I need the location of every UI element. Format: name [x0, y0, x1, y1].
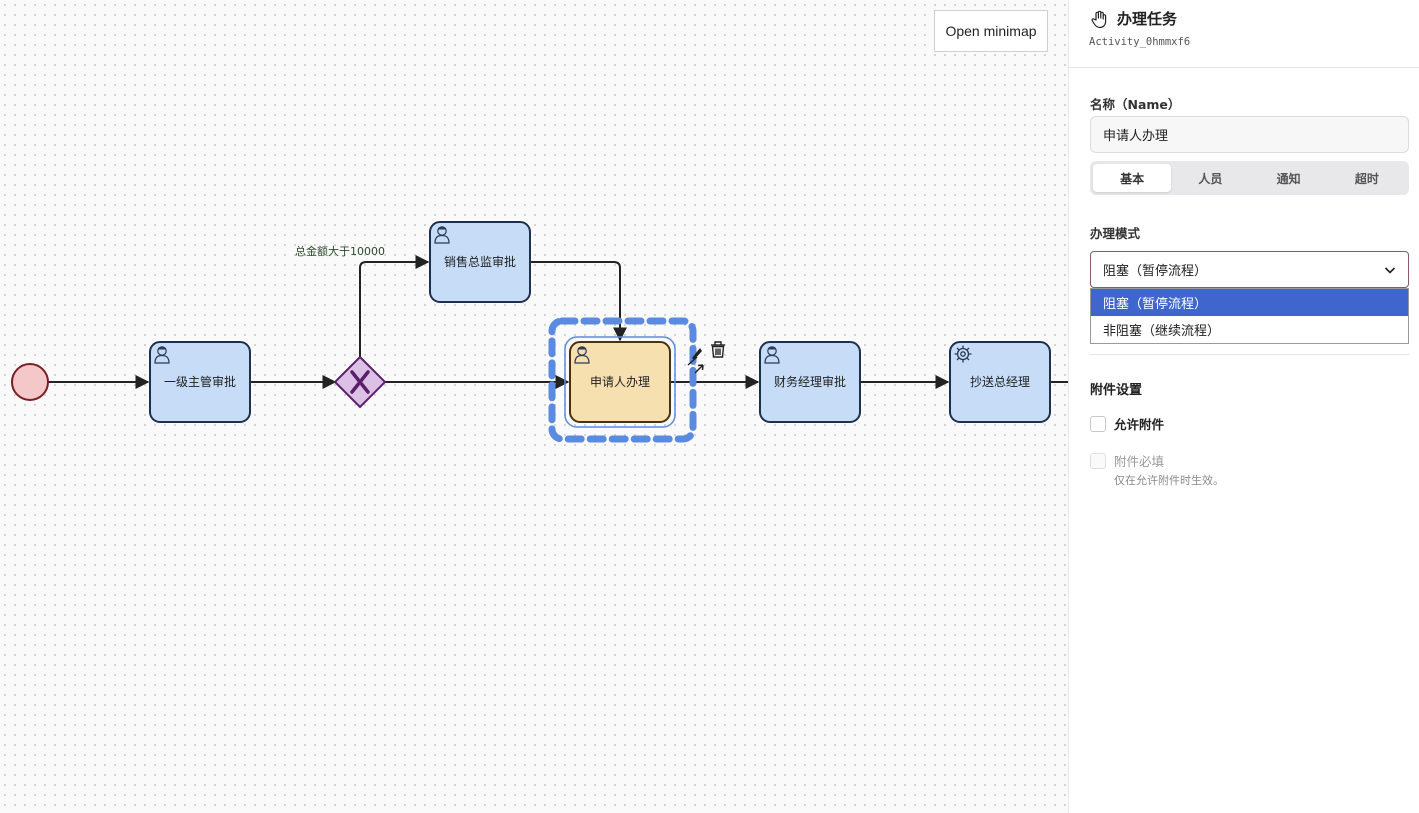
- attachment-required-row: 附件必填: [1090, 451, 1164, 470]
- edit-icon[interactable]: [687, 348, 702, 366]
- task-cc-manager[interactable]: 抄送总经理: [949, 341, 1051, 423]
- name-label: 名称（Name）: [1090, 97, 1181, 112]
- trash-icon[interactable]: [711, 341, 725, 358]
- chevron-down-icon: [1384, 267, 1396, 274]
- mode-label: 办理模式: [1090, 226, 1141, 241]
- tab-basic[interactable]: 基本: [1093, 164, 1172, 192]
- attachment-hint: 仅在允许附件时生效。: [1114, 474, 1224, 487]
- task-finance-approval[interactable]: 财务经理审批: [759, 341, 861, 423]
- mode-select-value: 阻塞（暂停流程）: [1103, 264, 1208, 279]
- task-applicant-handle[interactable]: 申请人办理: [569, 341, 671, 423]
- tab-people[interactable]: 人员: [1198, 171, 1223, 186]
- bpmn-canvas[interactable]: 总金额大于10000 一级主管审批 销售总监审批 申请人办理: [0, 0, 1068, 813]
- tab-notification[interactable]: 通知: [1276, 171, 1301, 186]
- selection-outline: [548, 317, 697, 443]
- tab-bar: 基本 人员 通知 超时: [1090, 161, 1409, 195]
- attachment-required-checkbox[interactable]: [1090, 452, 1106, 469]
- flow-sales-to-applicant: [530, 261, 627, 342]
- element-id: Activity_0hmmxf6: [1089, 36, 1191, 48]
- gateway-x-icon: [350, 370, 370, 394]
- panel-header: 办理任务 Activity_0hmmxf6: [1069, 0, 1419, 68]
- open-minimap-button[interactable]: Open minimap: [934, 10, 1048, 52]
- attachment-section-title: 附件设置: [1090, 383, 1143, 398]
- mode-option-nonblocking[interactable]: 非阻塞（继续流程）: [1103, 324, 1221, 339]
- selection-inner-outline: [564, 336, 676, 428]
- context-pad[interactable]: [687, 341, 725, 374]
- hand-icon: [1091, 10, 1107, 29]
- mode-dropdown-list: 阻塞（暂停流程） 非阻塞（继续流程）: [1090, 288, 1409, 344]
- panel-title: 办理任务: [1117, 10, 1178, 28]
- task-label: 销售总监审批: [444, 254, 516, 269]
- bpmn-diagram[interactable]: 总金额大于10000 一级主管审批 销售总监审批 申请人办理: [0, 0, 1068, 813]
- allow-attachment-row: 允许附件: [1090, 414, 1164, 433]
- sequence-flows[interactable]: [48, 255, 1068, 389]
- connect-arrow-icon[interactable]: [694, 364, 704, 374]
- flow-condition-label: 总金额大于10000: [295, 244, 385, 258]
- mode-option-blocking[interactable]: 阻塞（暂停流程）: [1091, 289, 1408, 316]
- properties-panel: 办理任务 Activity_0hmmxf6 名称（Name） 基本 人员 通知 …: [1068, 0, 1419, 813]
- attachment-required-label: 附件必填: [1114, 454, 1165, 469]
- task-level1-approval[interactable]: 一级主管审批: [149, 341, 251, 423]
- allow-attachment-label: 允许附件: [1114, 417, 1165, 432]
- tab-timeout[interactable]: 超时: [1354, 171, 1379, 186]
- flow-gateway-to-sales: [359, 255, 430, 357]
- mode-select[interactable]: 阻塞（暂停流程）: [1090, 251, 1409, 288]
- task-label: 抄送总经理: [970, 374, 1030, 389]
- task-label: 一级主管审批: [164, 374, 236, 389]
- start-event[interactable]: [11, 363, 49, 401]
- task-label: 财务经理审批: [774, 374, 846, 389]
- gear-icon: [954, 345, 972, 363]
- name-input[interactable]: [1090, 116, 1409, 153]
- task-sales-approval[interactable]: 销售总监审批: [429, 221, 531, 303]
- exclusive-gateway[interactable]: [333, 355, 387, 409]
- section-divider: [1090, 354, 1409, 355]
- task-label: 申请人办理: [590, 374, 650, 389]
- allow-attachment-checkbox[interactable]: [1090, 415, 1106, 432]
